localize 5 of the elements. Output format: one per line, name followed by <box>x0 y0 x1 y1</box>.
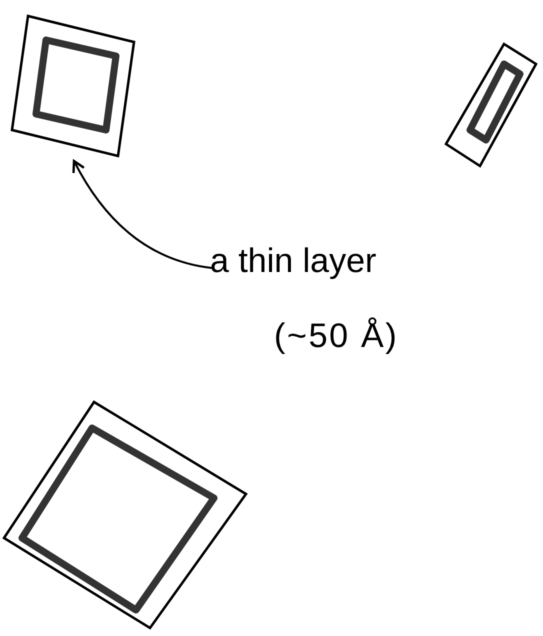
annotation-text: a thin layer <box>210 241 378 282</box>
annotation-text: (~50 Å) <box>274 316 400 356</box>
leader-arrow <box>72 160 212 269</box>
coated-particle-drawing <box>0 398 250 632</box>
coated-particle-drawing <box>8 12 138 160</box>
